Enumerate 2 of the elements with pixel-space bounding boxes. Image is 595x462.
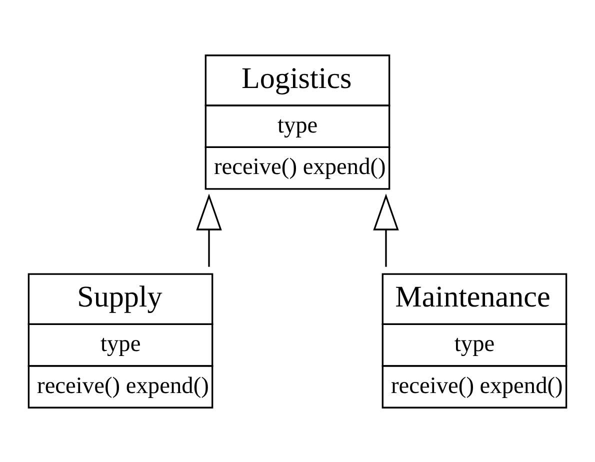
arrow: [196, 193, 222, 266]
arrow: [373, 193, 399, 266]
